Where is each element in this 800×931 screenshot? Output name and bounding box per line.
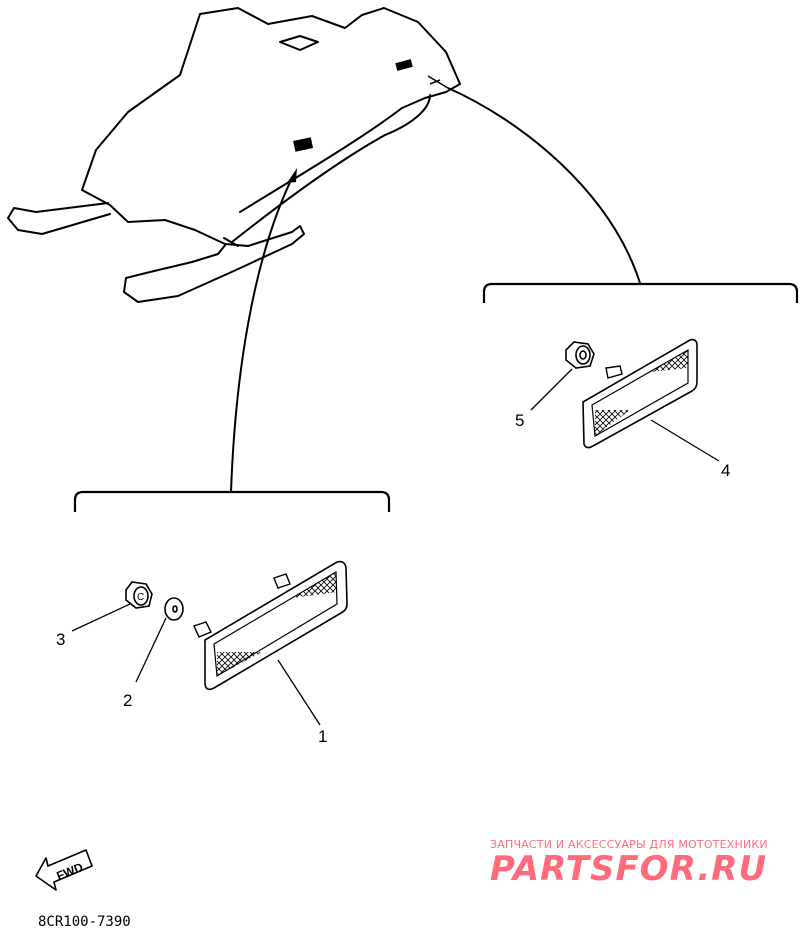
leader-line-upper [447, 87, 641, 284]
reflector-mount-mark-lower [293, 137, 314, 152]
reflector-mount-mark-upper [395, 59, 413, 71]
reflector-lower [193, 560, 348, 691]
washer [164, 597, 184, 621]
watermark: ЗАПЧАСТИ И АКСЕССУАРЫ ДЛЯ МОТОТЕХНИКИ PA… [490, 838, 768, 889]
leader-line-lower [230, 175, 294, 493]
callout-3: 3 [56, 630, 65, 649]
callout-2: 2 [123, 691, 132, 710]
snowmobile-outline [7, 7, 461, 303]
callout-1: 1 [318, 727, 327, 746]
svg-text:C: C [137, 592, 144, 603]
nut-upper [565, 341, 595, 369]
callout-5: 5 [515, 411, 524, 430]
nut-lower: C [125, 581, 153, 609]
svg-text:PARTSFOR.RU: PARTSFOR.RU [490, 849, 767, 889]
detail-bracket-upper [482, 282, 799, 303]
detail-bracket-lower [73, 490, 391, 512]
reflector-upper [582, 338, 698, 449]
callout-4: 4 [721, 461, 730, 480]
fwd-direction-arrow: FWD [35, 849, 93, 891]
callout-leaders [71, 368, 720, 726]
drawing-code: 8CR100-7390 [38, 914, 131, 930]
svg-text:ЗАПЧАСТИ И АКСЕССУАРЫ ДЛЯ МОТО: ЗАПЧАСТИ И АКСЕССУАРЫ ДЛЯ МОТОТЕХНИКИ [490, 838, 768, 851]
leader-arrow-lower [287, 168, 297, 183]
leader-arrow-upper [427, 75, 449, 89]
